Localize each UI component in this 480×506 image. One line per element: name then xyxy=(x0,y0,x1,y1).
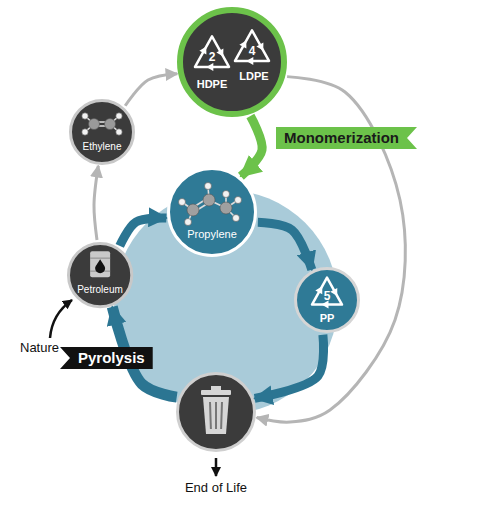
recycle-symbol xyxy=(195,36,229,67)
atom xyxy=(116,129,122,135)
node-label: Petroleum xyxy=(77,283,123,294)
node-sublabel: HDPE xyxy=(197,78,228,90)
monomer-circle: Ethylene xyxy=(69,99,135,165)
atom xyxy=(235,197,242,204)
trash-groove xyxy=(215,402,217,429)
sink-label: End of Life xyxy=(185,480,247,496)
process-banner: Monomerization xyxy=(276,127,417,149)
node-icon xyxy=(90,251,110,277)
node-outline xyxy=(296,269,359,332)
node-outline xyxy=(178,374,255,451)
atom xyxy=(185,219,192,226)
flow-arrow xyxy=(255,335,324,399)
node-sublabel: LDPE xyxy=(239,70,268,82)
node-outline xyxy=(71,101,134,164)
atom xyxy=(179,199,186,206)
atom xyxy=(187,204,199,216)
atom xyxy=(205,183,212,190)
node-shape xyxy=(167,167,257,257)
nature-arrow xyxy=(50,300,72,338)
recycle-symbol xyxy=(235,30,269,61)
trash-groove xyxy=(220,402,223,429)
end-of-life-arrow xyxy=(215,458,218,476)
recycle-symbol xyxy=(312,278,342,305)
node-outline xyxy=(169,169,256,256)
trash-circle xyxy=(176,372,256,452)
process-banner: Pyrolysis xyxy=(60,347,153,369)
node-icon xyxy=(201,386,231,434)
node-label: Ethylene xyxy=(83,141,122,152)
node-shape xyxy=(67,242,133,308)
recycle-arrow xyxy=(256,43,266,53)
node-label: 2 xyxy=(209,51,216,64)
trash-lid xyxy=(201,390,231,395)
oil-drop xyxy=(95,259,105,273)
recycle-arrow xyxy=(239,39,249,49)
node-label: Propylene xyxy=(187,228,237,240)
flow-arrow xyxy=(258,222,312,269)
recycle-circle: 5PP xyxy=(294,267,360,333)
node-icon xyxy=(312,278,342,309)
node-sublabel: PP xyxy=(320,312,335,324)
recycle-arrow xyxy=(216,49,226,59)
node-label: 5 xyxy=(324,290,331,303)
node-shape xyxy=(69,99,135,165)
flow-arrow xyxy=(241,116,262,176)
trash-groove xyxy=(209,402,212,429)
node-outline xyxy=(180,10,284,114)
atom xyxy=(220,202,232,214)
flow-arrow xyxy=(94,166,98,240)
monomer-circle: Propylene xyxy=(167,167,257,257)
atom xyxy=(82,129,88,135)
barrel-rib xyxy=(90,257,110,258)
atom xyxy=(116,113,122,119)
trash-handle xyxy=(211,386,221,390)
flow-arrow xyxy=(125,74,177,106)
atom xyxy=(82,113,88,119)
node-icon xyxy=(82,113,122,135)
atom xyxy=(203,194,215,206)
recycle-circle: 2HDPE 4LDPE xyxy=(177,7,287,117)
atom xyxy=(105,119,116,130)
atom xyxy=(223,191,230,198)
trash-body xyxy=(203,397,229,434)
node-outline xyxy=(68,243,131,306)
atom xyxy=(233,215,240,222)
recycle-arrow xyxy=(199,45,209,55)
node-sublabel: 4 xyxy=(249,45,256,58)
source-circle: Petroleum xyxy=(67,242,133,308)
atom xyxy=(89,119,100,130)
oil-barrel xyxy=(90,251,110,277)
flow-arrow xyxy=(120,218,167,246)
node-shape xyxy=(177,7,287,117)
recycle-arrow xyxy=(330,288,340,298)
node-icon xyxy=(179,183,242,226)
node-shape xyxy=(176,372,256,452)
node-icon xyxy=(195,30,269,71)
source-label: Nature xyxy=(20,340,59,356)
